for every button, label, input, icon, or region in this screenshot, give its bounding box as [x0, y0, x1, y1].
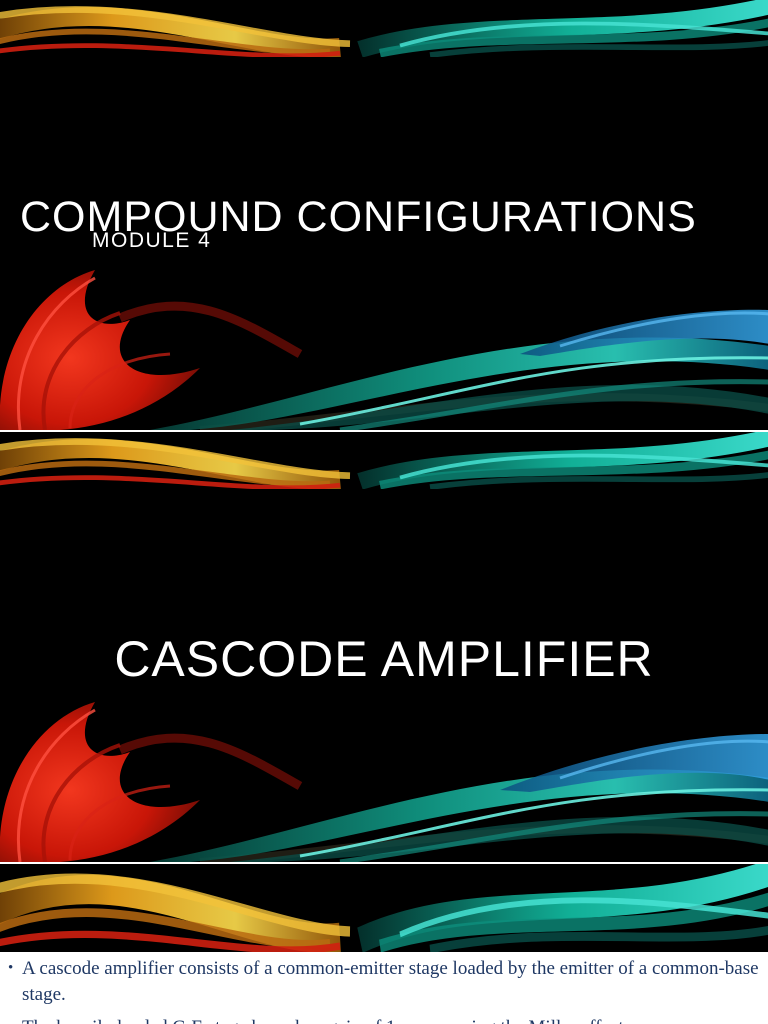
bullet-list: A cascode amplifier consists of a common… — [8, 955, 762, 1024]
wave-art-bottom-decoration — [0, 270, 768, 430]
slide2-title: CASCODE AMPLIFIER — [114, 630, 654, 687]
wave-art-bottom-decoration — [0, 702, 768, 862]
bullet-item: The heavily loaded C-E stage has a low g… — [8, 1014, 762, 1024]
wave-band-top-decoration — [0, 432, 768, 489]
wave-band-top-decoration — [0, 0, 768, 57]
slide-content: A cascode amplifier consists of a common… — [0, 864, 768, 1024]
slide1-subtitle: MODULE 4 — [92, 229, 212, 252]
wave-band-top-decoration — [0, 864, 768, 952]
slide-section: CASCODE AMPLIFIER — [0, 432, 768, 862]
slide1-title: COMPOUND CONFIGURATIONS — [20, 192, 697, 241]
slide-title: COMPOUND CONFIGURATIONS MODULE 4 — [0, 0, 768, 430]
bullet-item: A cascode amplifier consists of a common… — [8, 955, 762, 1008]
